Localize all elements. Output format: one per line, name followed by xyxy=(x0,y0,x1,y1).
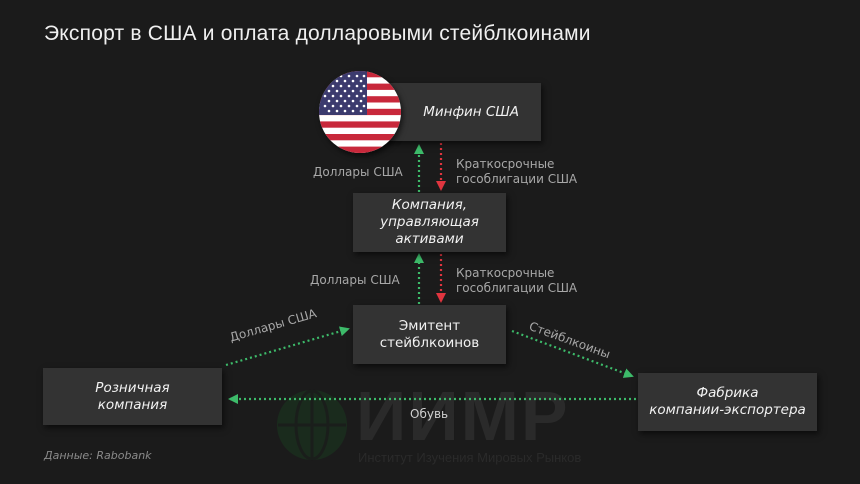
node-retailer: Розничная компания xyxy=(43,368,222,425)
us-flag-icon xyxy=(319,71,401,153)
node-factory-label: Фабрика компании-экспортера xyxy=(649,385,806,418)
node-retailer-label: Розничная компания xyxy=(95,379,170,413)
node-asset-manager-label: Компания, управляющая активами xyxy=(380,197,479,247)
node-asset-manager: Компания, управляющая активами xyxy=(353,193,506,252)
watermark-logo: ИИМР xyxy=(356,377,570,455)
flow-label-shoes: Обувь xyxy=(410,407,449,421)
flow-label-dollars-1: Доллары США xyxy=(313,165,403,179)
node-stablecoin-issuer: Эмитент стейблкоинов xyxy=(353,305,506,364)
flow-label-bonds-2: Краткосрочные гособлигации США xyxy=(456,266,578,295)
flow-label-dollars-2: Доллары США xyxy=(310,273,400,287)
flow-label-bonds-1: Краткосрочные гособлигации США xyxy=(456,157,578,186)
node-factory: Фабрика компании-экспортера xyxy=(638,373,817,431)
node-treasury-label: Минфин США xyxy=(423,103,519,120)
source-note: Данные: Rabobank xyxy=(44,449,152,462)
node-issuer-label: Эмитент стейблкоинов xyxy=(379,317,480,351)
page-title: Экспорт в США и оплата долларовыми стейб… xyxy=(44,22,591,45)
watermark-subtitle: Институт Изучения Мировых Рынков xyxy=(358,450,582,465)
